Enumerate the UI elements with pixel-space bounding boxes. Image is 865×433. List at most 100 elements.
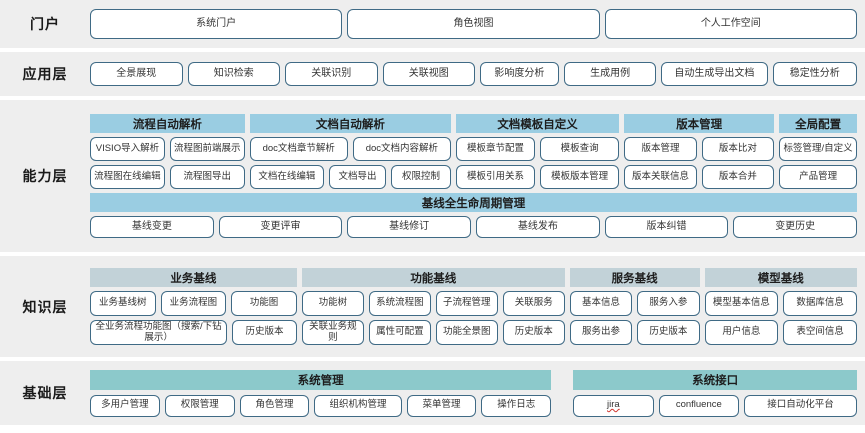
portal-item-1[interactable]: 角色视图 <box>347 9 600 39</box>
know-1-r1-1[interactable]: 系统流程图 <box>368 291 431 316</box>
capability-group-global-config: 全局配置 标签管理/自定义 产品管理 <box>779 114 857 189</box>
base-1-item-confluence[interactable]: confluence <box>658 394 739 417</box>
cap-1-r1-0[interactable]: doc文档章节解析 <box>249 137 348 161</box>
knowledge-group-1-row2: 关联业务规则 属性可配置 功能全景图 历史版本 <box>301 320 565 345</box>
capability-group-1-row1: doc文档章节解析 doc文档内容解析 <box>249 137 451 161</box>
know-1-r1-2[interactable]: 子流程管理 <box>435 291 498 316</box>
cap-3-r2-0[interactable]: 版本关联信息 <box>624 165 697 189</box>
cap-2-r1-0[interactable]: 模板章节配置 <box>455 137 536 161</box>
capability-group-title-4: 全局配置 <box>779 114 857 133</box>
know-3-r2-0[interactable]: 用户信息 <box>704 320 779 345</box>
cap-2-r2-0[interactable]: 模板引用关系 <box>455 165 536 189</box>
cap-2-r1-1[interactable]: 模板查询 <box>540 137 620 161</box>
capability-group-title-0: 流程自动解析 <box>90 114 245 133</box>
base-0-item-1[interactable]: 权限管理 <box>164 394 235 417</box>
lifecycle-item-2[interactable]: 基线修订 <box>347 216 472 238</box>
application-item-1[interactable]: 知识检索 <box>187 62 280 86</box>
layer-label-portal: 门户 <box>30 16 60 32</box>
cap-0-r2-1[interactable]: 流程图导出 <box>169 165 245 189</box>
layer-label-capability: 能力层 <box>22 168 68 184</box>
application-item-7[interactable]: 稳定性分析 <box>772 62 857 86</box>
know-1-r2-1[interactable]: 属性可配置 <box>368 320 431 345</box>
know-2-r2-0[interactable]: 服务出参 <box>569 320 633 345</box>
capability-group-template: 文档模板自定义 模板章节配置 模板查询 模板引用关系 模板版本管理 <box>455 114 620 189</box>
know-0-r1-2[interactable]: 功能图 <box>231 291 297 316</box>
knowledge-group-title-2: 服务基线 <box>569 268 700 287</box>
know-0-r1-0[interactable]: 业务基线树 <box>90 291 156 316</box>
portal-item-2[interactable]: 个人工作空间 <box>604 9 857 39</box>
base-1-item-jira[interactable]: jira <box>573 394 654 417</box>
application-item-4[interactable]: 影响度分析 <box>480 62 559 86</box>
cap-2-r2-1[interactable]: 模板版本管理 <box>540 165 620 189</box>
cap-3-r1-0[interactable]: 版本管理 <box>624 137 697 161</box>
portal-item-0[interactable]: 系统门户 <box>90 9 343 39</box>
knowledge-group-0-row1: 业务基线树 业务流程图 功能图 <box>90 291 297 316</box>
knowledge-group-model: 模型基线 模型基本信息 数据库信息 用户信息 表空间信息 <box>704 268 857 345</box>
capability-group-version: 版本管理 版本管理 版本比对 版本关联信息 版本合并 <box>624 114 775 189</box>
know-1-r2-0[interactable]: 关联业务规则 <box>301 320 364 345</box>
application-item-0[interactable]: 全景展现 <box>90 62 183 86</box>
know-3-r1-0[interactable]: 模型基本信息 <box>704 291 779 316</box>
cap-1-r2-0[interactable]: 文档在线编辑 <box>249 165 325 189</box>
cap-1-r1-1[interactable]: doc文档内容解析 <box>352 137 451 161</box>
base-0-item-0[interactable]: 多用户管理 <box>90 394 160 417</box>
layer-band-application: 应用层 全景展现 知识检索 关联识别 关联视图 影响度分析 生成用例 自动生成导… <box>0 52 865 96</box>
cap-1-r2-1[interactable]: 文档导出 <box>329 165 387 189</box>
capability-group-title-2: 文档模板自定义 <box>455 114 620 133</box>
layer-content-capability: 流程自动解析 VISIO导入解析 流程图前端展示 流程图在线编辑 流程图导出 文… <box>90 109 865 243</box>
capability-group-3-row1: 版本管理 版本比对 <box>624 137 775 161</box>
lifecycle-item-3[interactable]: 基线发布 <box>476 216 600 238</box>
knowledge-group-service: 服务基线 基本信息 服务入参 服务出参 历史版本 <box>569 268 700 345</box>
capability-group-4-row1: 标签管理/自定义 <box>779 137 857 161</box>
know-1-r2-3[interactable]: 历史版本 <box>502 320 565 345</box>
cap-3-r2-1[interactable]: 版本合并 <box>701 165 775 189</box>
layer-band-foundation: 基础层 系统管理 多用户管理 权限管理 角色管理 组织机构管理 菜单管理 操作日… <box>0 361 865 425</box>
layer-label-application: 应用层 <box>22 66 68 82</box>
layer-band-knowledge: 知识层 业务基线 业务基线树 业务流程图 功能图 全业务流程功能图（搜索/下钻展… <box>0 256 865 357</box>
cap-0-r1-0[interactable]: VISIO导入解析 <box>90 137 165 161</box>
cap-1-r2-2[interactable]: 权限控制 <box>391 165 451 189</box>
layer-band-capability: 能力层 流程自动解析 VISIO导入解析 流程图前端展示 流程图在线编辑 流程图… <box>0 100 865 252</box>
lifecycle-item-4[interactable]: 版本纠错 <box>604 216 729 238</box>
know-3-r2-1[interactable]: 表空间信息 <box>783 320 857 345</box>
cap-0-r2-0[interactable]: 流程图在线编辑 <box>90 165 165 189</box>
portal-row: 系统门户 角色视图 个人工作空间 <box>90 9 857 39</box>
base-0-item-4[interactable]: 菜单管理 <box>406 394 477 417</box>
knowledge-group-function: 功能基线 功能树 系统流程图 子流程管理 关联服务 关联业务规则 属性可配置 功… <box>301 268 565 345</box>
know-2-r1-1[interactable]: 服务入参 <box>637 291 700 316</box>
lifecycle-item-5[interactable]: 变更历史 <box>733 216 858 238</box>
know-0-r2-0[interactable]: 全业务流程功能图（搜索/下钻展示） <box>90 320 228 345</box>
foundation-group-system-interface: 系统接口 jira confluence 接口自动化平台 <box>573 369 857 417</box>
knowledge-group-2-row1: 基本信息 服务入参 <box>569 291 700 316</box>
application-item-5[interactable]: 生成用例 <box>563 62 657 86</box>
layer-label-foundation: 基础层 <box>22 385 68 401</box>
cap-0-r1-1[interactable]: 流程图前端展示 <box>169 137 245 161</box>
cap-3-r1-1[interactable]: 版本比对 <box>701 137 775 161</box>
base-0-item-3[interactable]: 组织机构管理 <box>314 394 402 417</box>
lifecycle-item-1[interactable]: 变更评审 <box>218 216 343 238</box>
know-0-r1-1[interactable]: 业务流程图 <box>160 291 227 316</box>
base-0-item-5[interactable]: 操作日志 <box>481 394 552 417</box>
know-0-r2-1[interactable]: 历史版本 <box>232 320 297 345</box>
base-0-item-2[interactable]: 角色管理 <box>239 394 310 417</box>
know-1-r2-2[interactable]: 功能全景图 <box>435 320 498 345</box>
base-1-item-api-platform[interactable]: 接口自动化平台 <box>744 394 857 417</box>
layer-band-portal: 门户 系统门户 角色视图 个人工作空间 <box>0 0 865 48</box>
know-3-r1-1[interactable]: 数据库信息 <box>783 291 857 316</box>
lifecycle-item-0[interactable]: 基线变更 <box>90 216 214 238</box>
application-item-6[interactable]: 自动生成导出文档 <box>661 62 768 86</box>
capability-group-3-row2: 版本关联信息 版本合并 <box>624 165 775 189</box>
know-2-r1-0[interactable]: 基本信息 <box>569 291 633 316</box>
know-2-r2-1[interactable]: 历史版本 <box>637 320 700 345</box>
application-item-2[interactable]: 关联识别 <box>285 62 378 86</box>
know-1-r1-0[interactable]: 功能树 <box>301 291 364 316</box>
capability-lifecycle-title: 基线全生命周期管理 <box>90 193 857 212</box>
cap-4-r1-0[interactable]: 标签管理/自定义 <box>779 137 857 161</box>
knowledge-group-title-3: 模型基线 <box>704 268 857 287</box>
know-1-r1-3[interactable]: 关联服务 <box>502 291 565 316</box>
cap-4-r2-0[interactable]: 产品管理 <box>779 165 857 189</box>
application-item-3[interactable]: 关联视图 <box>382 62 475 86</box>
knowledge-group-2-row2: 服务出参 历史版本 <box>569 320 700 345</box>
application-row: 全景展现 知识检索 关联识别 关联视图 影响度分析 生成用例 自动生成导出文档 … <box>90 62 857 86</box>
